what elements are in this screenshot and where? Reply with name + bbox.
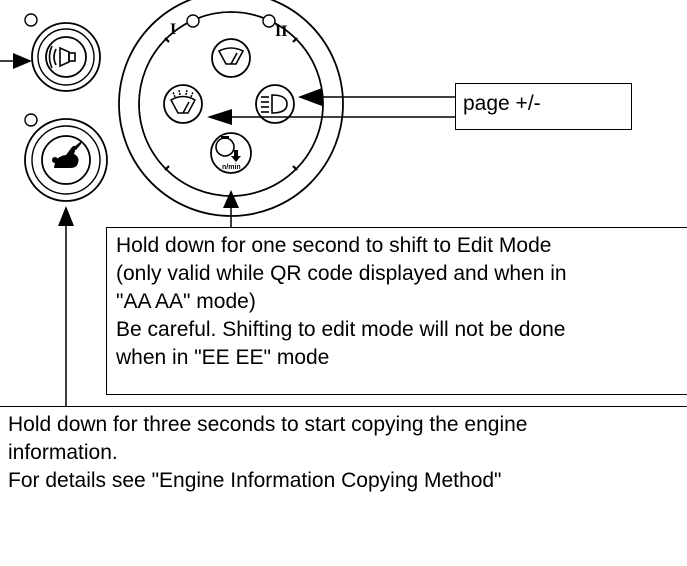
- edit-mode-line-5: when in "EE EE" mode: [116, 346, 330, 369]
- edit-mode-line-4: Be careful. Shifting to edit mode will n…: [116, 318, 566, 341]
- copy-info-leader: [58, 206, 74, 407]
- copy-info-callout: Hold down for three seconds to start cop…: [0, 406, 687, 566]
- page-callout: page +/-: [455, 83, 632, 130]
- mode-one-lamp: [186, 14, 200, 28]
- edit-mode-line-1: Hold down for one second to shift to Edi…: [116, 234, 552, 257]
- wiper-button[interactable]: [211, 38, 251, 78]
- rabbit-mode-button[interactable]: [24, 118, 108, 202]
- arrow-to-horn: [0, 53, 32, 69]
- headlight-icon: [261, 94, 288, 114]
- four-way-switch: [118, 0, 344, 217]
- page-callout-text: page +/-: [463, 92, 541, 115]
- edit-mode-leader: [223, 190, 239, 228]
- engine-speed-down-icon: [215, 136, 241, 162]
- edit-mode-callout: Hold down for one second to shift to Edi…: [106, 227, 687, 395]
- rabbit-icon: [52, 141, 82, 168]
- indicator-lamp-bottom: [24, 113, 38, 127]
- engine-rpm-button[interactable]: n/min: [210, 132, 252, 174]
- copy-info-line-1: Hold down for three seconds to start cop…: [8, 413, 528, 436]
- copy-info-line-2: information.: [8, 441, 118, 464]
- indicator-lamp-top: [24, 13, 38, 27]
- copy-info-line-3: For details see "Engine Information Copy…: [8, 469, 502, 492]
- page-leader-lines: [207, 88, 455, 125]
- horn-button[interactable]: [31, 22, 101, 92]
- edit-mode-line-3: "AA AA" mode): [116, 290, 256, 313]
- washer-icon: [169, 89, 197, 114]
- washer-button[interactable]: [163, 84, 203, 124]
- mode-two-lamp: [262, 14, 276, 28]
- horn-icon: [48, 45, 76, 69]
- mode-two-label: II: [275, 23, 287, 40]
- rpm-unit-label: n/min: [222, 164, 241, 171]
- edit-mode-line-2: (only valid while QR code displayed and …: [116, 262, 567, 285]
- wiper-icon: [217, 47, 245, 65]
- mode-one-label: I: [170, 21, 176, 38]
- headlight-button[interactable]: [255, 84, 295, 124]
